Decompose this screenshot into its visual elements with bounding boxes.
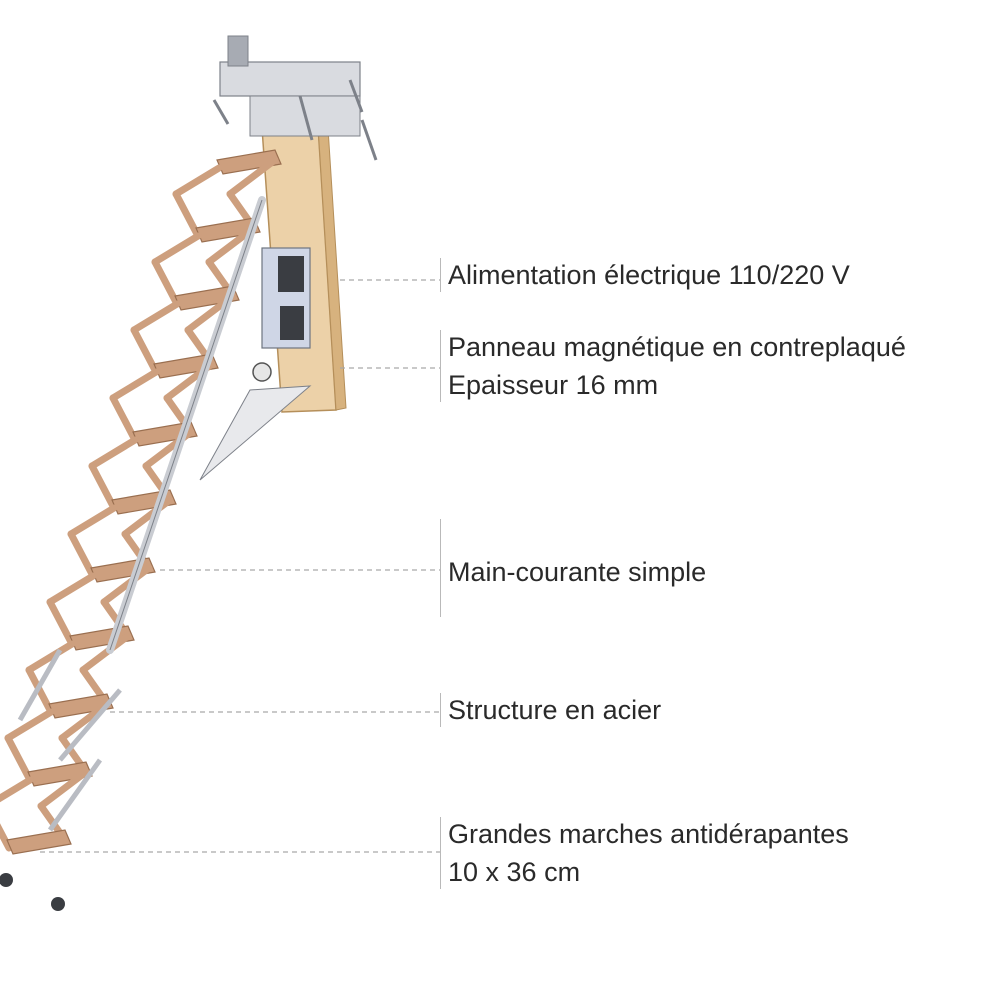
- scissor-arm: [151, 258, 181, 308]
- scissor-arm: [4, 734, 34, 784]
- motor-block: [280, 306, 304, 340]
- callout-bracket: [440, 817, 441, 889]
- scissor-arm: [109, 368, 160, 402]
- scissor-arm: [100, 564, 153, 606]
- motor-block: [278, 256, 304, 292]
- scissor-arm: [25, 640, 76, 674]
- steel-bracket: [199, 385, 312, 481]
- top-frame: [219, 61, 361, 97]
- scissor-arm: [130, 300, 181, 334]
- scissor-arm: [151, 232, 202, 266]
- callout-handrail: Main-courante simple: [440, 519, 707, 617]
- scissor-arm: [37, 768, 90, 810]
- scissor-arm: [88, 462, 118, 512]
- callout-text: Panneau magnétique en contreplaqué: [448, 332, 906, 362]
- steel-brace: [17, 648, 63, 722]
- scissor-arm: [46, 598, 76, 648]
- scissor-arm: [67, 530, 97, 580]
- scissor-arm: [25, 666, 55, 716]
- handrail: [106, 196, 266, 654]
- ladder-foot: [51, 897, 65, 911]
- scissor-arm: [0, 823, 13, 852]
- callout-power-supply: Alimentation électrique 110/220 V: [440, 256, 850, 294]
- ladder-step: [6, 829, 72, 855]
- callout-text: 10 x 36 cm: [448, 857, 581, 887]
- callout-text: Epaisseur 16 mm: [448, 370, 659, 400]
- scissor-arm: [4, 708, 55, 742]
- callout-text: Grandes marches antidérapantes: [448, 819, 849, 849]
- callout-bracket: [440, 693, 441, 727]
- scissor-arm: [79, 632, 132, 674]
- scissor-arm: [226, 156, 279, 198]
- callout-text: Main-courante simple: [448, 557, 707, 587]
- callout-magnetic-panel: Panneau magnétique en contreplaqué Epais…: [440, 328, 906, 404]
- top-mount-mechanism: [212, 35, 378, 161]
- scissor-arm: [67, 504, 118, 538]
- mount-bolt: [360, 119, 378, 161]
- scissor-arm: [46, 572, 97, 606]
- pulley-wheel: [252, 362, 272, 382]
- steel-brace: [58, 688, 122, 762]
- mount-bolt: [298, 95, 314, 141]
- top-post: [227, 35, 249, 67]
- callout-bracket: [440, 519, 441, 617]
- callout-text: Alimentation électrique 110/220 V: [448, 260, 850, 290]
- callout-bracket: [440, 330, 441, 402]
- callout-leader-lines: [40, 279, 440, 853]
- scissor-arm: [109, 394, 139, 444]
- handrail-edge: [109, 199, 263, 651]
- electric-motor-unit: [199, 247, 312, 481]
- scissor-arm: [172, 164, 223, 198]
- callout-non-slip-steps: Grandes marches antidérapantes 10 x 36 c…: [440, 815, 849, 891]
- steel-brace: [47, 758, 103, 832]
- scissor-arm: [88, 436, 139, 470]
- callout-steel-structure: Structure en acier: [440, 691, 662, 729]
- callout-bracket: [440, 258, 441, 292]
- ladder-foot: [0, 873, 13, 887]
- scissor-arm: [130, 326, 160, 376]
- scissor-arm: [58, 700, 111, 742]
- scissor-arm: [0, 776, 34, 803]
- callout-text: Structure en acier: [448, 695, 662, 725]
- mount-bolt: [212, 99, 230, 125]
- mount-bolt: [348, 79, 364, 113]
- scissor-arm: [172, 190, 202, 240]
